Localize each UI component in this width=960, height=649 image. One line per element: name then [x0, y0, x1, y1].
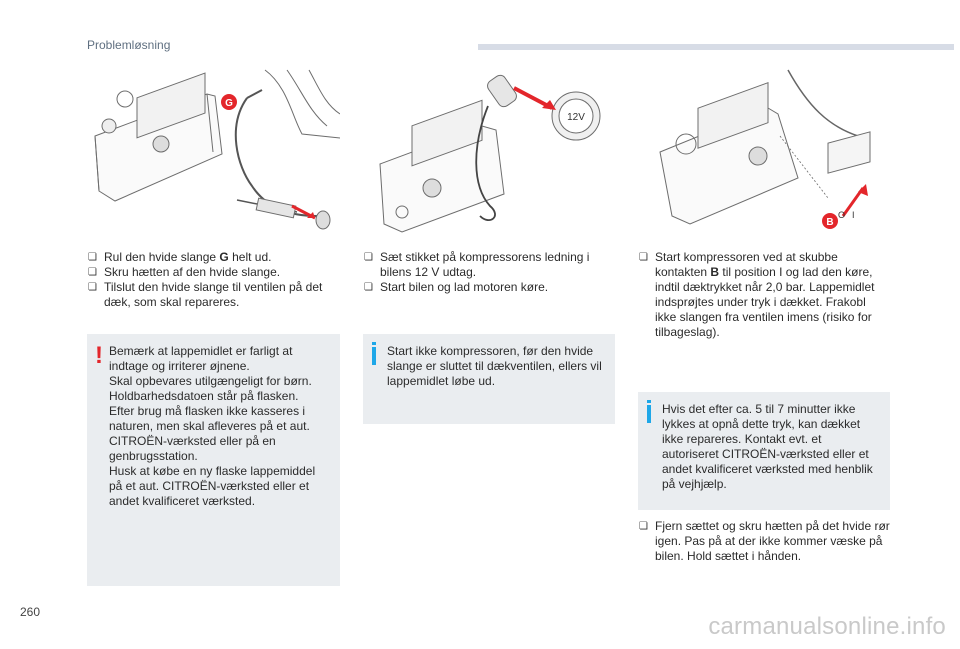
label-g: G: [225, 98, 233, 109]
checkbox-bullet-icon: ❏: [364, 282, 373, 293]
label-12v: 12V: [567, 112, 585, 123]
list-item: ❏Skru hætten af den hvide slange.: [88, 265, 281, 279]
info-text: Hvis det efter ca. 5 til 7 minutter ikke…: [662, 402, 873, 491]
socket-12v-illustration: 12V: [379, 74, 601, 233]
info-icon: [372, 342, 376, 365]
list-item: ❏Start kompressoren ved at skubbe kontak…: [639, 250, 875, 339]
list-item: ❏Fjern sættet og skru hætten på det hvid…: [639, 519, 890, 563]
checkbox-bullet-icon: ❏: [364, 252, 373, 263]
checkbox-bullet-icon: ❏: [639, 521, 648, 532]
column-2: ❏Sæt stikket på kompressorens ledning i …: [364, 250, 615, 295]
column-1-bullets: ❏Rul den hvide slange G helt ud. ❏Skru h…: [88, 250, 340, 310]
column-3: ❏Start kompressoren ved at skubbe kontak…: [639, 250, 890, 340]
list-item: ❏Start bilen og lad motoren køre.: [364, 280, 549, 294]
info-icon: [647, 400, 651, 423]
list-item: ❏Rul den hvide slange G helt ud.: [88, 250, 272, 264]
header-bar: [478, 44, 954, 50]
checkbox-bullet-icon: ❏: [88, 267, 97, 278]
exclamation-icon: !: [95, 342, 103, 369]
compressor-hose-illustration: G: [94, 69, 340, 230]
info-box-compressor: Start ikke kompressoren, før den hvide s…: [363, 334, 615, 424]
column-3-final: ❏Fjern sættet og skru hætten på det hvid…: [639, 519, 890, 564]
switch-off-label: O: [838, 210, 845, 220]
column-2-bullets: ❏Sæt stikket på kompressorens ledning i …: [364, 250, 615, 295]
list-item: ❏Tilslut den hvide slange til ventilen p…: [88, 280, 323, 309]
warning-box: ! Bemærk at lappemidlet er farligt at in…: [87, 334, 340, 586]
column-3-bullets: ❏Start kompressoren ved at skubbe kontak…: [639, 250, 890, 340]
checkbox-bullet-icon: ❏: [639, 252, 648, 263]
page-number: 260: [20, 605, 41, 619]
label-b: B: [826, 217, 833, 228]
column-3-final-bullets: ❏Fjern sættet og skru hætten på det hvid…: [639, 519, 890, 564]
warning-text: Bemærk at lappemidlet er farligt at indt…: [109, 344, 316, 508]
checkbox-bullet-icon: ❏: [88, 252, 97, 263]
switch-b-illustration: O I B: [659, 69, 871, 229]
watermark: carmanualsonline.info: [708, 613, 946, 640]
switch-on-label: I: [852, 210, 855, 220]
checkbox-bullet-icon: ❏: [88, 282, 97, 293]
info-box-pressure: Hvis det efter ca. 5 til 7 minutter ikke…: [638, 392, 890, 510]
info-text: Start ikke kompressoren, før den hvide s…: [387, 344, 602, 388]
section-title: Problemløsning: [87, 38, 171, 52]
column-1: ❏Rul den hvide slange G helt ud. ❏Skru h…: [88, 250, 340, 310]
list-item: ❏Sæt stikket på kompressorens ledning i …: [364, 250, 590, 279]
